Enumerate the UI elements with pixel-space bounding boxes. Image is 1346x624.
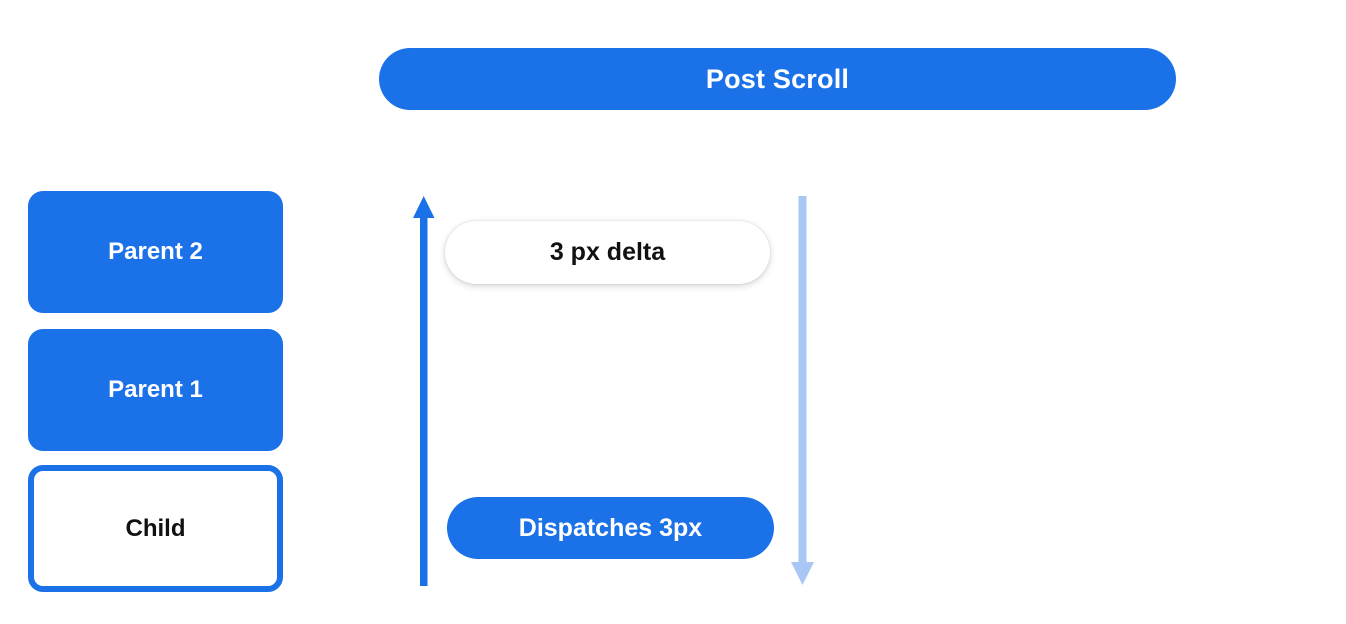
scroll-up-arrow-icon xyxy=(413,196,435,586)
dispatch-down-arrow xyxy=(787,194,821,593)
delta-pill-label: 3 px delta xyxy=(549,238,666,266)
post-scroll-header-bar: Post Scroll xyxy=(379,48,1176,110)
element-stack: Parent 2 Parent 1 Child xyxy=(28,191,283,592)
dispatch-pill: Dispatches 3px xyxy=(447,497,774,559)
box-parent-1: Parent 1 xyxy=(28,329,283,451)
box-parent-2-label: Parent 2 xyxy=(108,238,203,265)
box-child-label: Child xyxy=(125,514,186,542)
dispatch-pill-label: Dispatches 3px xyxy=(518,513,703,542)
post-scroll-header-label: Post Scroll xyxy=(705,63,850,94)
box-parent-2: Parent 2 xyxy=(28,191,283,313)
dispatch-down-arrow-icon xyxy=(791,196,814,585)
delta-pill: 3 px delta xyxy=(445,221,770,284)
scroll-up-arrow xyxy=(408,194,440,593)
box-child: Child xyxy=(28,465,283,592)
box-parent-1-label: Parent 1 xyxy=(108,376,203,403)
